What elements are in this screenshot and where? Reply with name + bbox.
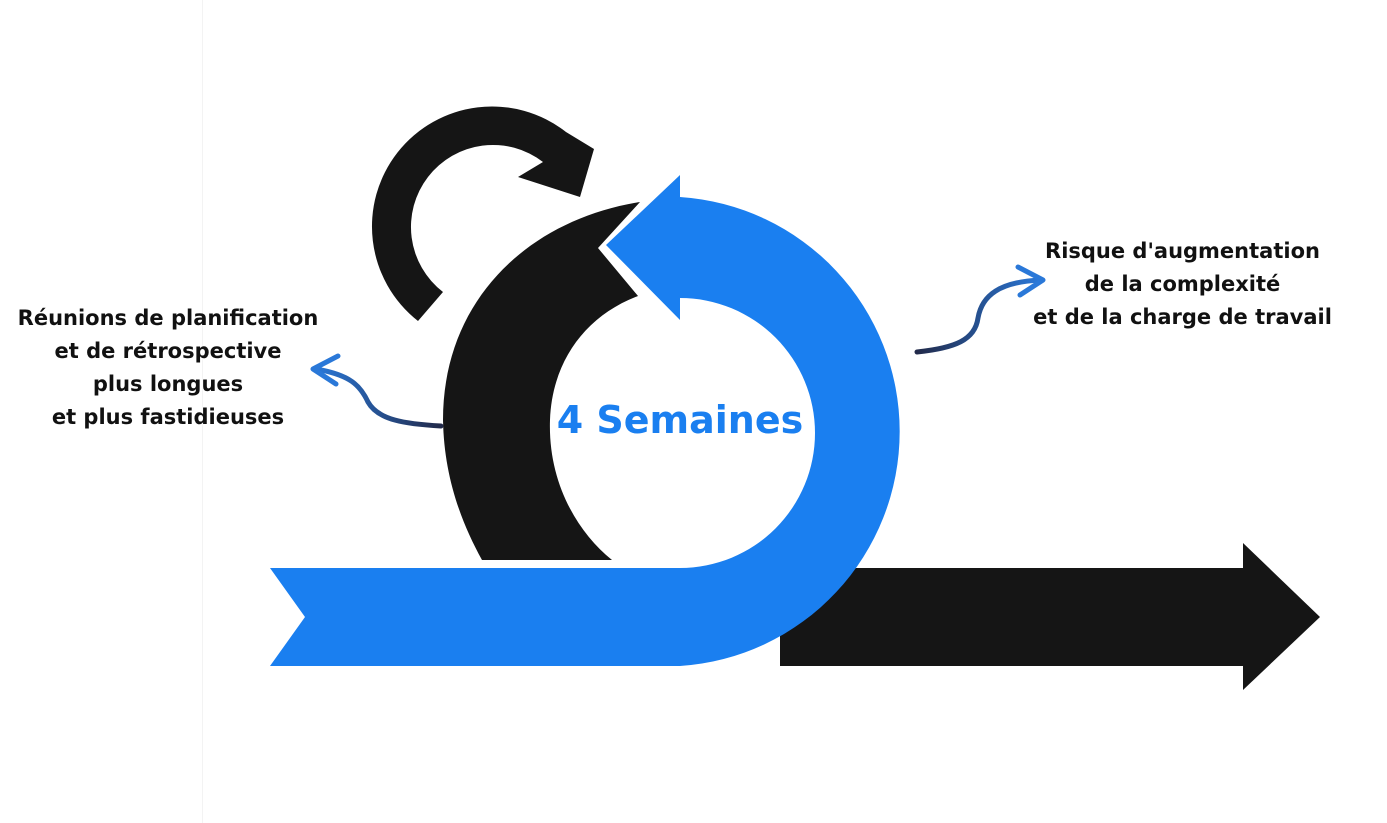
sprint-ribbon-blue	[270, 175, 900, 666]
left-note-line: et plus fastidieuses	[51, 405, 285, 429]
right-note-line: et de la charge de travail	[1033, 305, 1332, 329]
right-note-line: de la complexité	[1084, 272, 1281, 296]
right-note: Risque d'augmentation de la complexité e…	[1030, 235, 1335, 334]
background-panel	[0, 0, 203, 823]
left-note-line: Réunions de planification	[17, 306, 319, 330]
right-connector-arrow	[914, 277, 1043, 355]
right-note-line: Risque d'augmentation	[1045, 239, 1320, 263]
left-connector-arrow	[313, 366, 444, 429]
right-connector-arrowhead-icon	[1015, 264, 1046, 298]
left-connector-arrowhead-icon	[310, 353, 341, 387]
sprint-duration-label: 4 Semaines	[556, 398, 804, 442]
left-note-line: plus longues	[92, 372, 244, 396]
main-cycle-arc-black	[443, 202, 640, 560]
forward-arrow-black	[780, 543, 1320, 690]
small-loop-arrow-black	[371, 106, 594, 321]
left-note: Réunions de planification et de rétrospe…	[10, 302, 326, 434]
left-note-line: et de rétrospective	[54, 339, 282, 363]
